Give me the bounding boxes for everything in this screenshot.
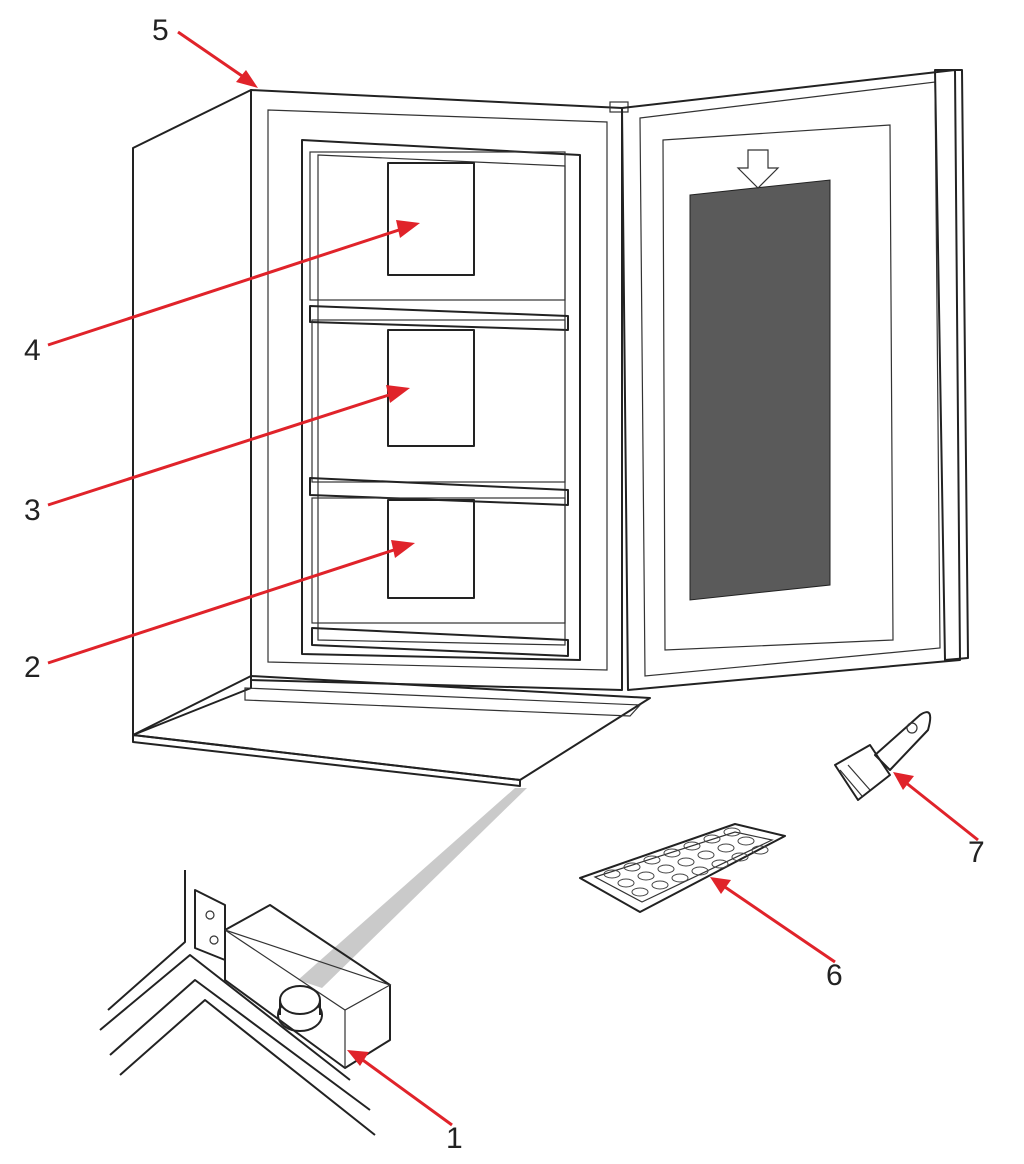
callout-5: 5 [152, 14, 169, 47]
ice-tray-cell [651, 880, 669, 890]
ice-tray-cell [723, 827, 741, 837]
ice-tray-cell [657, 864, 675, 874]
callout-3: 3 [24, 494, 41, 527]
ice-tray-cell [711, 859, 729, 869]
door [621, 69, 969, 691]
door-glass [689, 179, 831, 601]
base-plinth [132, 675, 651, 787]
zoom-beam [298, 788, 527, 988]
ice-tray-cell [697, 850, 715, 860]
ice-scraper [834, 711, 932, 801]
interior [301, 139, 581, 661]
callout-1: 1 [446, 1122, 463, 1155]
ice-tray-cell [683, 841, 701, 851]
ice-tray-cell [603, 869, 621, 879]
drawer-top [309, 151, 569, 331]
ice-tray-cell [717, 843, 735, 853]
ice-tray-cell [751, 845, 769, 855]
ice-tray-cell [631, 887, 649, 897]
thermostat-detail [99, 870, 392, 1136]
drawer-bottom-handle [387, 499, 475, 599]
thermostat-knob [277, 985, 323, 1032]
ice-tray-cell [623, 862, 641, 872]
ice-tray-cell [691, 866, 709, 876]
drawer-bottom [311, 497, 569, 657]
ice-tray-cell [737, 836, 755, 846]
callout-arrows [47, 30, 979, 1127]
ice-tray [579, 823, 786, 913]
ice-tray-cell [731, 852, 749, 862]
ice-tray-cell [617, 878, 635, 888]
ice-tray-cell [671, 873, 689, 883]
ice-tray-cell [643, 855, 661, 865]
ice-tray-cell [677, 857, 695, 867]
callout-2: 2 [24, 651, 41, 684]
ice-tray-cell [637, 871, 655, 881]
callout-7: 7 [968, 836, 985, 869]
drawer-middle [309, 319, 569, 506]
ice-tray-cell [703, 834, 721, 844]
callout-6: 6 [826, 959, 843, 992]
callout-labels: 5 4 3 2 7 6 1 [24, 14, 985, 1155]
drawer-top-handle [387, 162, 475, 276]
cabinet [132, 89, 629, 736]
callout-4: 4 [24, 334, 41, 367]
ice-tray-cell [663, 848, 681, 858]
